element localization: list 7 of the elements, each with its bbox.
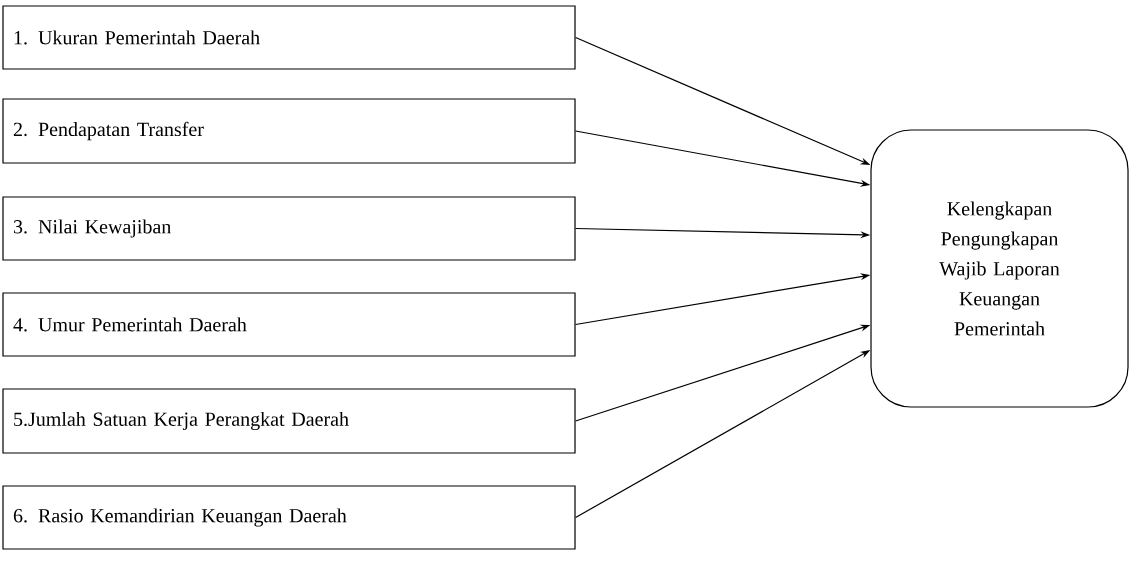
rounded-box: Kelengkapan Pengungkapan Wajib Laporan Keuangan Pemerintah	[870, 129, 1129, 408]
variable-box: 3. Nilai Kewajiban	[2, 196, 576, 261]
variable-box: 4. Umur Pemerintah Daerah	[2, 292, 576, 357]
variable-box: 2. Pendapatan Transfer	[2, 98, 576, 164]
variable-box: 5.Jumlah Satuan Kerja Perangkat Daerah	[2, 388, 576, 454]
variable-box: 6. Rasio Kemandirian Keuangan Daerah	[2, 485, 576, 550]
variable-box: 1. Ukuran Pemerintah Daerah	[2, 5, 576, 70]
